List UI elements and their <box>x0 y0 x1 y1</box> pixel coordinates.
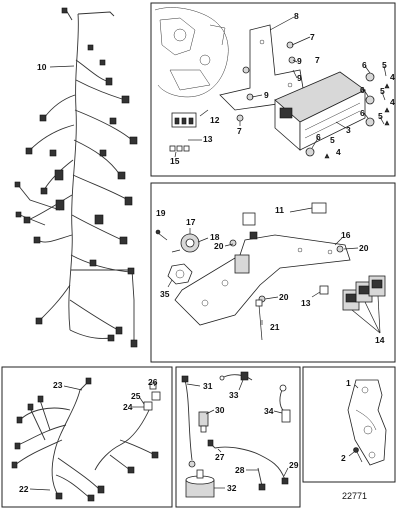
fuse-34 <box>279 384 291 423</box>
callout-26: 26 <box>148 377 158 387</box>
callout-35: 35 <box>160 289 170 299</box>
callout-25: 25 <box>131 391 141 401</box>
callout-9b: 9 <box>297 73 302 83</box>
callout-5c: 5 <box>378 111 383 121</box>
stud-21 <box>255 299 263 341</box>
sender-32 <box>185 469 215 498</box>
hex-nut <box>167 263 193 285</box>
panel-engine-module <box>150 2 396 177</box>
callout-6-lower: 6 <box>316 132 321 142</box>
callout-12: 12 <box>210 115 220 125</box>
relay-clips <box>169 145 190 152</box>
screw-19 <box>155 229 168 241</box>
callout-1: 1 <box>346 378 351 388</box>
callout-7b: 7 <box>237 126 242 136</box>
callout-13b: 13 <box>301 298 311 308</box>
callout-13a: 13 <box>203 134 213 144</box>
callout-14: 14 <box>375 335 385 345</box>
callout-6c: 6 <box>360 108 365 118</box>
callout-15: 15 <box>170 156 180 166</box>
callout-10: 10 <box>37 62 47 72</box>
circuit-breaker <box>171 233 200 253</box>
panel-sensors <box>175 366 301 508</box>
callout-31: 31 <box>203 381 213 391</box>
panel-sub-harness <box>1 366 173 508</box>
callout-29: 29 <box>289 460 299 470</box>
callout-16: 16 <box>341 230 351 240</box>
panel-frames <box>1 2 396 508</box>
callout-7c: 7 <box>315 55 320 65</box>
callout-21: 21 <box>270 322 280 332</box>
callout-17: 17 <box>186 217 196 227</box>
callout-6b: 6 <box>360 85 365 95</box>
callout-19: 19 <box>156 208 166 218</box>
callout-28: 28 <box>235 465 245 475</box>
sub-harness <box>11 377 161 502</box>
callout-4a: 4 <box>390 72 395 82</box>
callout-3: 3 <box>346 125 351 135</box>
callout-18: 18 <box>210 232 220 242</box>
sensor-30 <box>198 411 209 433</box>
callout-9-lower: 9 <box>264 90 269 100</box>
cable-33 <box>219 371 253 381</box>
plate-screw <box>353 447 363 463</box>
mounting-plate <box>347 379 387 466</box>
harness-27-28-29 <box>207 439 289 491</box>
callout-8: 8 <box>294 11 299 21</box>
callout-5b: 5 <box>380 86 385 96</box>
callout-23: 23 <box>53 380 63 390</box>
callout-5-lower: 5 <box>330 135 335 145</box>
callout-33: 33 <box>229 390 239 400</box>
panel-plate <box>302 366 396 483</box>
main-wiring-harness <box>14 7 138 348</box>
relay-block <box>171 112 197 128</box>
callout-22: 22 <box>19 484 29 494</box>
callout-34: 34 <box>264 406 274 416</box>
engine-control-module <box>274 71 366 151</box>
callout-24: 24 <box>123 402 133 412</box>
callout-11: 11 <box>275 205 284 215</box>
mounting-bracket <box>174 212 351 326</box>
panel-bracket-relays <box>150 182 396 363</box>
relay-bank <box>342 275 386 311</box>
callout-2: 2 <box>341 453 346 463</box>
callout-20a: 20 <box>214 241 224 251</box>
callout-4b: 4 <box>390 97 395 107</box>
callout-7a: 7 <box>310 32 315 42</box>
sensor-lead-31 <box>181 375 196 468</box>
callout-4c: 4 <box>336 147 341 157</box>
callout-32: 32 <box>227 483 237 493</box>
engine-block-sketch <box>154 7 229 98</box>
callout-30: 30 <box>215 405 225 415</box>
callout-5a: 5 <box>382 60 387 70</box>
callout-20c: 20 <box>279 292 289 302</box>
callout-9a: 9 <box>297 56 302 66</box>
callout-20b: 20 <box>359 243 369 253</box>
figure-number: 22771 <box>342 491 367 501</box>
callout-6a: 6 <box>362 60 367 70</box>
callout-27: 27 <box>215 452 225 462</box>
